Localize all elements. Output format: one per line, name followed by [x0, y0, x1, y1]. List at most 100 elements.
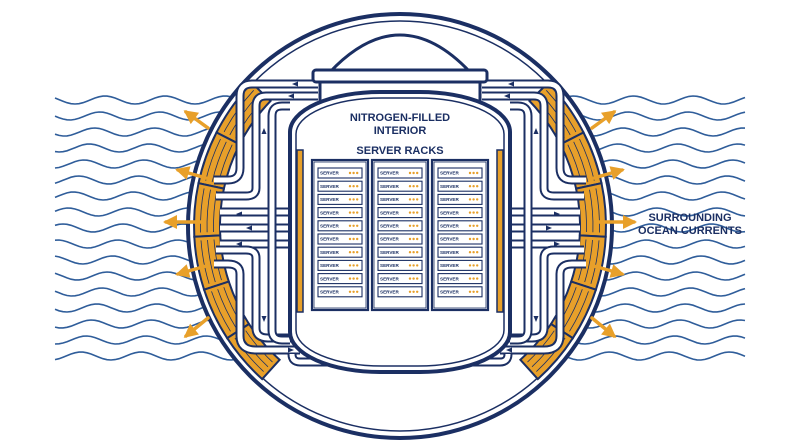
coolant-flow-arrow [508, 81, 514, 87]
wave-line [54, 319, 235, 329]
server-unit: SERVER [437, 286, 483, 298]
server-unit-label: SERVER [380, 224, 399, 229]
heat-exchanger-segment [574, 182, 607, 238]
heat-exchanger-fin [205, 138, 221, 181]
server-unit: SERVER [437, 246, 483, 258]
coolant-flow-arrow [533, 128, 539, 134]
server-status-light [472, 171, 475, 175]
server-unit-label: SERVER [380, 263, 399, 268]
server-unit: SERVER [437, 180, 483, 192]
server-status-light [408, 237, 412, 241]
server-unit: SERVER [437, 193, 483, 205]
server-status-light [472, 264, 475, 267]
server-status-light [408, 251, 412, 254]
server-status-light [352, 251, 355, 254]
heat-exchanger-fin [206, 189, 211, 233]
coolant-flow-arrow [246, 225, 252, 231]
server-status-light [472, 251, 475, 254]
server-status-light [408, 224, 412, 227]
server-unit-label: SERVER [440, 224, 459, 229]
server-status-light [412, 211, 415, 214]
server-unit: SERVER [377, 193, 423, 205]
server-unit: SERVER [437, 207, 483, 219]
server-rack: SERVERSERVERSERVERSERVERSERVERSERVERSERV… [430, 158, 490, 312]
heat-exchanger-fin [584, 239, 593, 283]
server-status-light [468, 185, 472, 188]
server-status-light [356, 185, 359, 188]
server-status-light [356, 277, 359, 280]
server-unit: SERVER [377, 180, 423, 192]
coolant-pipe [216, 91, 318, 201]
coolant-flow-arrow [292, 81, 298, 87]
coolant-flow-arrow [261, 316, 267, 322]
server-status-light [412, 237, 415, 241]
server-status-light [476, 198, 479, 201]
server-status-light [352, 211, 355, 214]
ocean-label-line2: OCEAN CURRENTS [638, 225, 742, 237]
coolant-pipe [482, 91, 584, 201]
server-racks-label: SERVER RACKS [356, 145, 443, 157]
heat-flow-arrow [175, 264, 208, 278]
server-status-light [348, 290, 352, 293]
server-status-light [468, 251, 472, 254]
coolant-flow-arrow [261, 128, 267, 134]
coolant-flow-arrow [554, 241, 560, 247]
server-unit: SERVER [317, 273, 363, 285]
server-unit-label: SERVER [320, 263, 339, 268]
coolant-flow-arrow [546, 225, 552, 231]
server-unit-label: SERVER [380, 290, 399, 295]
wave-line [54, 111, 235, 121]
server-status-light [348, 171, 352, 175]
server-unit-label: SERVER [320, 250, 339, 255]
server-unit-label: SERVER [380, 184, 399, 189]
server-status-light [348, 185, 352, 188]
server-status-light [352, 171, 355, 175]
coolant-pipe [482, 79, 586, 185]
server-unit-label: SERVER [440, 290, 459, 295]
server-unit: SERVER [317, 167, 363, 179]
server-unit-label: SERVER [380, 250, 399, 255]
server-status-light [412, 251, 415, 254]
server-status-light [356, 290, 359, 293]
server-unit: SERVER [437, 167, 483, 179]
server-status-light [408, 185, 412, 188]
server-status-light [472, 198, 475, 201]
heat-exchanger-fin [211, 141, 227, 183]
server-unit: SERVER [317, 207, 363, 219]
coolant-flow-arrow [288, 93, 294, 99]
heat-exchanger-fin [595, 188, 600, 233]
interior-label-line2: INTERIOR [374, 125, 427, 137]
server-status-light [416, 290, 419, 293]
server-status-light [348, 264, 352, 267]
wave-line [565, 95, 746, 105]
server-status-light [412, 171, 415, 175]
server-unit: SERVER [377, 167, 423, 179]
heat-exchanger-fin [569, 291, 589, 332]
server-unit: SERVER [317, 233, 363, 245]
wave-line [54, 351, 235, 361]
server-unit-label: SERVER [380, 210, 399, 215]
server-status-light [408, 171, 412, 175]
server-status-light [356, 237, 359, 241]
server-status-light [416, 171, 419, 175]
server-status-light [468, 277, 472, 280]
server-status-light [476, 224, 479, 227]
heat-flow-arrow [175, 166, 208, 180]
heat-exchanger-segment [193, 182, 226, 238]
server-status-light [356, 264, 359, 267]
server-status-light [412, 264, 415, 267]
server-status-light [416, 224, 419, 227]
server-status-light [468, 224, 472, 227]
heat-flow-arrow [590, 316, 617, 338]
server-status-light [356, 251, 359, 254]
coolant-pipe [470, 353, 513, 367]
server-unit-label: SERVER [320, 171, 339, 176]
server-unit-label: SERVER [440, 250, 459, 255]
server-status-light [472, 224, 475, 227]
heat-exchanger-fin [573, 141, 589, 183]
server-unit-label: SERVER [320, 184, 339, 189]
server-status-light [412, 277, 415, 280]
server-status-light [416, 277, 419, 280]
server-status-light [352, 185, 355, 188]
server-status-light [416, 264, 419, 267]
